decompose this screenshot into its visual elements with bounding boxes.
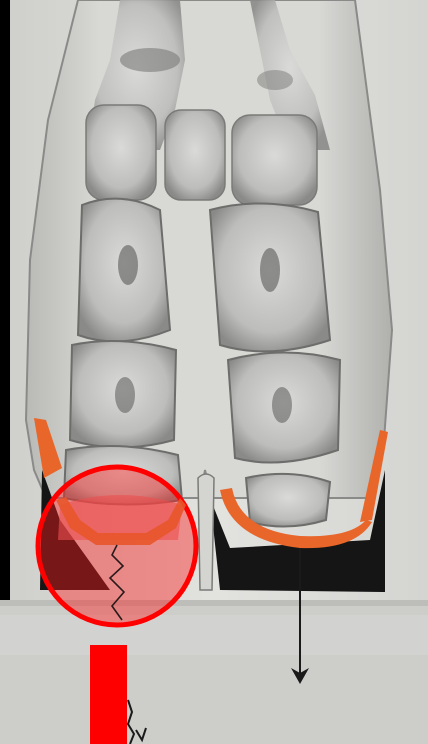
injury-highlight: [38, 467, 196, 625]
bone-right-1: [232, 115, 317, 205]
bone-left-1: [86, 105, 156, 200]
bone-center-1: [165, 110, 225, 200]
right-phalanx-3: [246, 474, 330, 527]
red-marker: [90, 645, 127, 744]
